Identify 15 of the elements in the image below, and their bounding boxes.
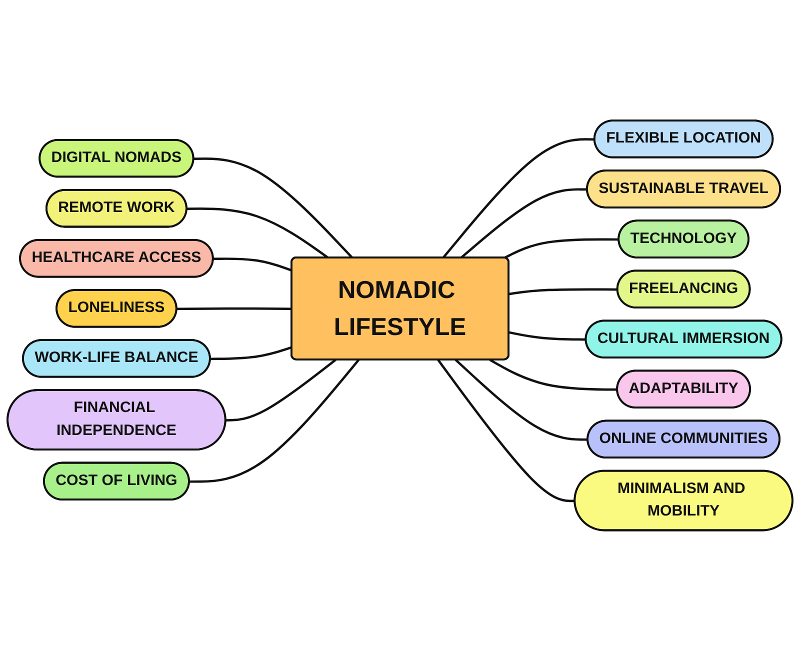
connector (194, 157, 354, 258)
connector (508, 288, 618, 295)
connector (210, 346, 292, 360)
connector (213, 257, 292, 272)
connector (186, 207, 330, 258)
connector (176, 306, 292, 310)
connector (504, 238, 620, 259)
connector (508, 330, 586, 340)
connector (442, 138, 595, 258)
connector (454, 358, 588, 440)
connector (460, 188, 588, 258)
connector (189, 358, 360, 482)
connector (226, 358, 336, 422)
connector (489, 358, 618, 390)
connector (437, 358, 576, 502)
